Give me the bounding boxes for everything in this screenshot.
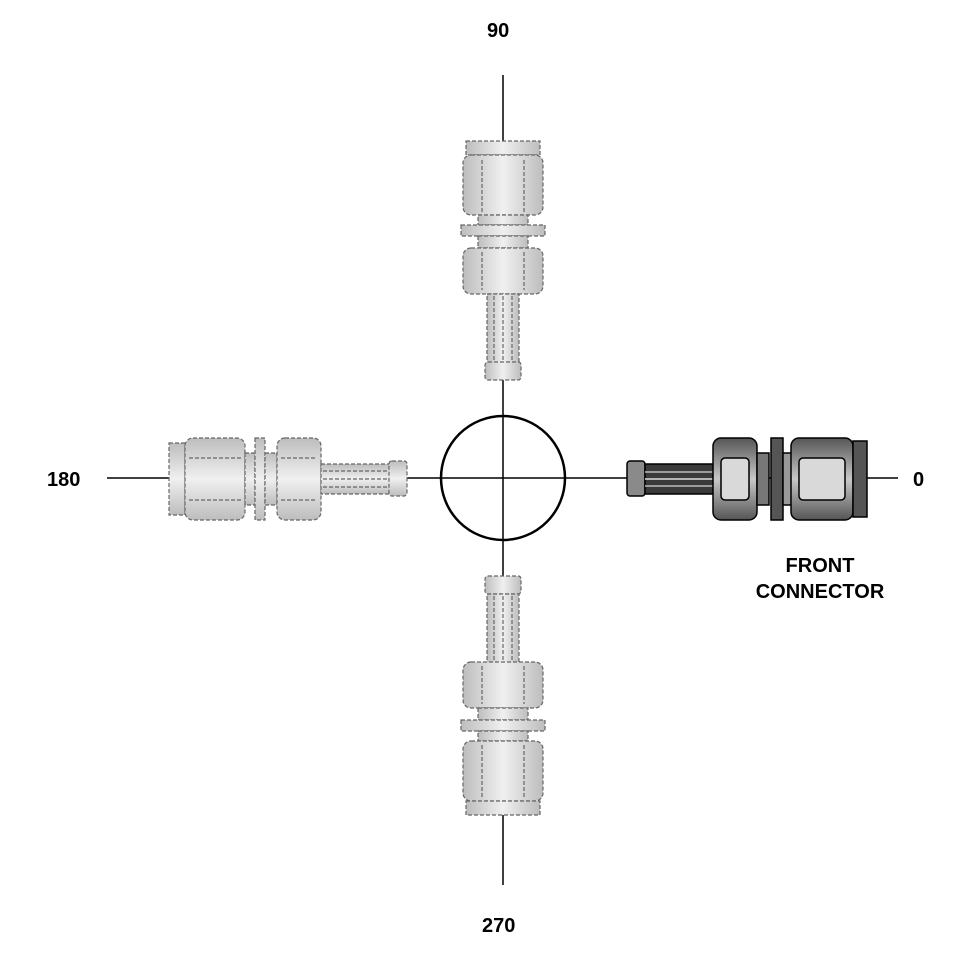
angle-label-90: 90 [487, 20, 510, 42]
connector-position-180 [168, 437, 408, 521]
connector-position-270 [460, 575, 546, 816]
angle-label-270: 270 [482, 915, 516, 937]
front-connector-label-line-1: FRONT [785, 555, 855, 577]
front-connector-label: FRONT CONNECTOR [720, 553, 920, 605]
connector-position-90 [460, 140, 546, 381]
angle-label-0: 0 [913, 469, 925, 491]
front-connector-label-line-2: CONNECTOR [755, 581, 885, 603]
angle-label-180: 180 [47, 469, 81, 491]
front-connector [626, 437, 868, 521]
